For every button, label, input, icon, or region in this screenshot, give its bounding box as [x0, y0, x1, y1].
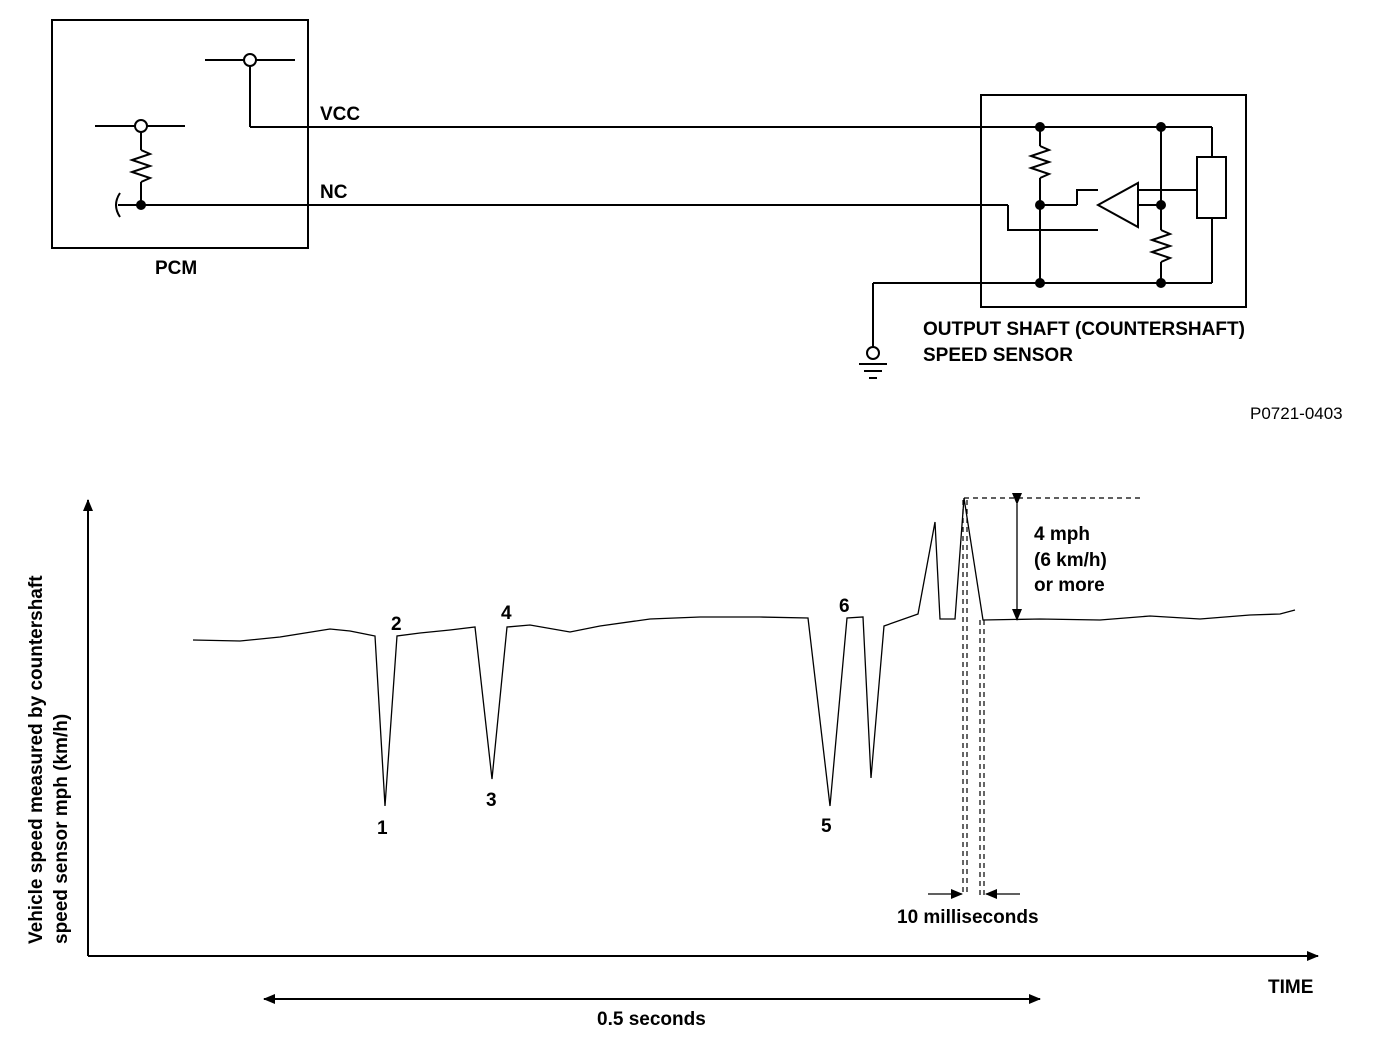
x-axis-label: TIME: [1268, 977, 1313, 998]
sensor-box: [980, 94, 1247, 308]
pcm-label: PCM: [155, 258, 197, 279]
pcm-box: [51, 19, 309, 249]
ground-icon: [859, 346, 887, 379]
y-axis-label-line2: speed sensor mph (km/h): [51, 714, 72, 944]
pcm-vcc-terminal: [205, 53, 295, 127]
point-label-2: 2: [391, 614, 402, 635]
sensor-label-line1: OUTPUT SHAFT (COUNTERSHAFT): [923, 319, 1245, 340]
time-span-label: 0.5 seconds: [597, 1009, 706, 1030]
point-label-1: 1: [377, 818, 388, 839]
point-label-6: 6: [839, 596, 850, 617]
figure-code: P0721-0403: [1250, 404, 1343, 423]
y-axis-label-line1: Vehicle speed measured by countershaft: [26, 575, 47, 944]
spike-label-line2: (6 km/h): [1034, 550, 1107, 571]
point-label-3: 3: [486, 790, 497, 811]
sensor-internal-circuit: [872, 122, 1227, 347]
speed-trace: [192, 497, 1296, 807]
pulse-width-label: 10 milliseconds: [897, 907, 1039, 928]
vcc-label: VCC: [320, 104, 360, 125]
graph-axes: [83, 499, 1319, 961]
spike-amplitude-annotation: [964, 493, 1142, 621]
spike-label-line1: 4 mph: [1034, 524, 1090, 545]
pcm-pullup-resistor: [95, 119, 185, 218]
nc-label: NC: [320, 182, 348, 203]
sensor-label-line2: SPEED SENSOR: [923, 345, 1073, 366]
point-label-5: 5: [821, 816, 832, 837]
pulse-width-annotation: [928, 500, 1020, 899]
spike-label-line3: or more: [1034, 575, 1105, 596]
point-label-4: 4: [501, 603, 512, 624]
